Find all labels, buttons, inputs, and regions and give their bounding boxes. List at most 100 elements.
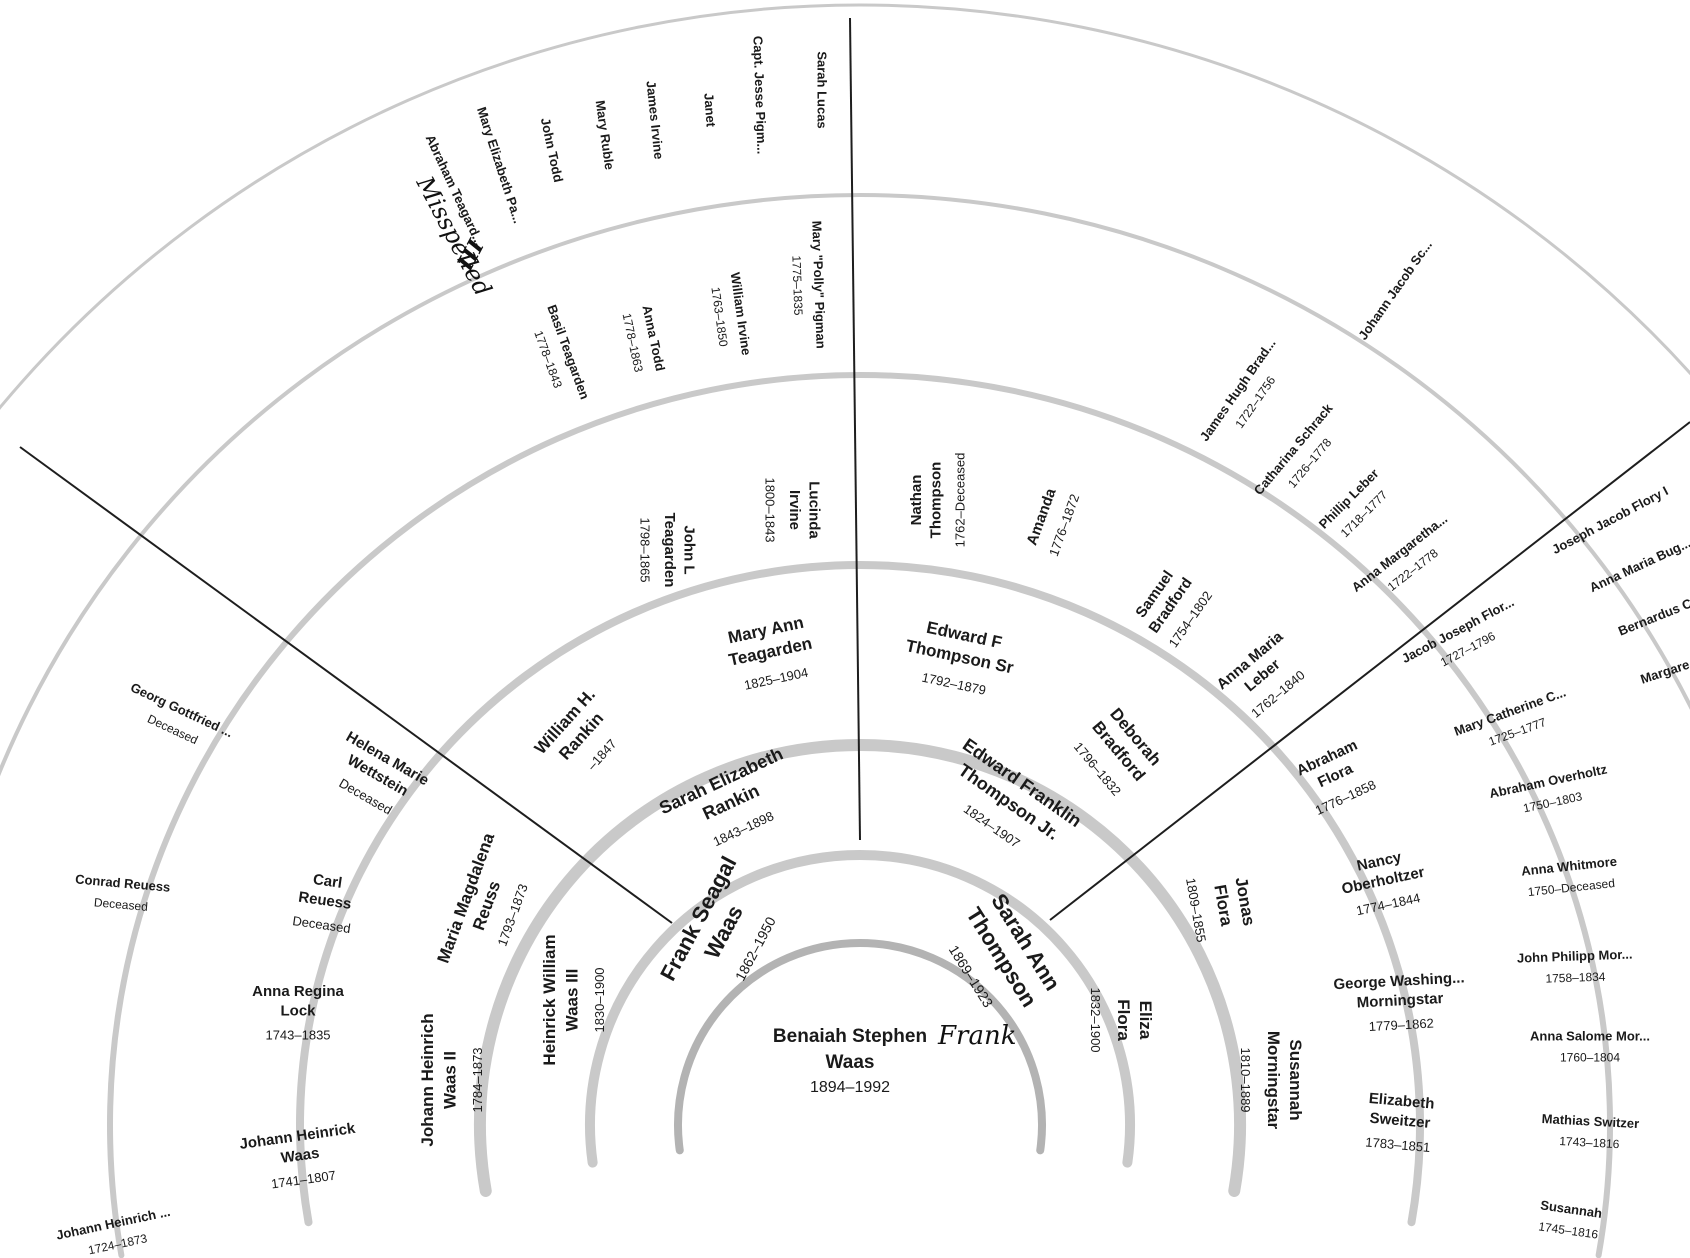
person-name: Anna Regina: [252, 983, 344, 1000]
person-p49: Mary Elizabeth Pa...: [474, 105, 526, 225]
person-name: Anna Salome Mor...: [1530, 1029, 1650, 1044]
person-years: 1743–1835: [265, 1027, 330, 1042]
person-name: Flora: [1114, 999, 1133, 1041]
person-p52: James Irvine: [643, 80, 666, 160]
person-name: George Washing...: [1333, 969, 1465, 993]
person-name: Johann Heinrich: [418, 1013, 437, 1146]
person-name: Waas: [280, 1145, 321, 1167]
ring-2: [585, 849, 1135, 1168]
person-years: 1763–1850: [708, 286, 730, 348]
person-name: Morningstar: [1264, 1031, 1283, 1130]
person-years: 1792–1879: [921, 670, 988, 698]
person-name: Waas III: [562, 969, 581, 1032]
divider-line-2: [849, 17, 861, 841]
person-name: Nathan: [908, 475, 925, 526]
person-years: 1774–1844: [1355, 890, 1422, 918]
person-name: Conrad Reuess: [75, 871, 171, 894]
person-p40: Jacob Joseph Flor...1727–1796: [1399, 594, 1516, 669]
person-p50: John Todd: [538, 116, 566, 183]
person-years: 1810–1889: [1238, 1047, 1253, 1112]
person-years: 1825–1904: [743, 665, 810, 693]
person-p9: William H.Rankin–1847: [531, 685, 620, 773]
person-years: 1758–1834: [1545, 970, 1606, 986]
handwritten-frank: Frank: [937, 1021, 1016, 1051]
person-name: Irvine: [786, 490, 803, 530]
person-name: Mathias Switzer: [1541, 1111, 1639, 1131]
person-years: 1798–1865: [638, 517, 653, 582]
person-name: James Irvine: [643, 80, 666, 160]
root-name-line2: Waas: [826, 1052, 875, 1073]
root-years: 1894–1992: [810, 1079, 890, 1096]
person-p44: John Philipp Mor...1758–1834: [1517, 947, 1633, 986]
person-years: 1784–1873: [470, 1047, 485, 1112]
person-name: Elizabeth: [1368, 1090, 1435, 1113]
person-p45: Anna Salome Mor... 1760–1804: [1530, 1029, 1650, 1065]
person-name: Susannah: [1539, 1197, 1603, 1221]
person-name: Mary "Polly" Pigman: [809, 221, 828, 349]
person-name: Sweitzer: [1369, 1110, 1431, 1132]
person-name: Lock: [280, 1002, 316, 1019]
person-name: Capt. Jesse Pigm...: [750, 36, 769, 155]
ring-1: [674, 939, 1046, 1155]
person-p36: James Hugh Brad...1722–1756: [1197, 336, 1279, 444]
person-years: 1778–1863: [620, 312, 646, 374]
person-name: Waas II: [440, 1051, 459, 1109]
person-name: Teagarden: [661, 513, 678, 588]
person-name: Heinrick William: [540, 934, 559, 1065]
person-name: Thompson: [927, 462, 944, 539]
person-p55: Sarah Lucas: [814, 51, 829, 128]
person-p54: Capt. Jesse Pigm...: [750, 36, 769, 155]
ring-6: [0, 192, 1690, 777]
person-name: Sarah Lucas: [814, 51, 829, 128]
person-years: 1775–1835: [789, 255, 805, 316]
person-years: 1760–1804: [1560, 1051, 1620, 1065]
person-p41: Mary Catherine C...1725–1777: [1452, 684, 1568, 748]
person-years: Deceased: [93, 895, 148, 914]
person-years: 1832–1900: [1088, 987, 1103, 1052]
person-name: Johann Jacob Sc...: [1355, 237, 1435, 342]
person-p31: Georg Gottfried ...Deceased: [128, 680, 235, 748]
person-name: Flora: [1210, 883, 1236, 928]
person-years: 1762–Deceased: [952, 453, 967, 548]
person-years: –1847: [584, 736, 619, 773]
person-name: William Irvine: [728, 271, 755, 356]
person-name: Reuess: [297, 889, 352, 913]
root-person: Benaiah Stephen Waas 1894–1992 Frank: [773, 1021, 1017, 1096]
person-years: 1745–1816: [1538, 1219, 1600, 1241]
person-p56: Johann Jacob Sc...: [1355, 237, 1435, 342]
person-name: John L: [680, 525, 697, 574]
person-years: 1779–1862: [1368, 1016, 1434, 1034]
person-name: Eliza: [1136, 1001, 1155, 1040]
generation-rings: [0, 3, 1690, 1258]
person-p51: Mary Ruble: [593, 99, 618, 170]
lineage-dividers: [19, 17, 1690, 924]
ring-3: [474, 739, 1246, 1197]
person-name: Carl: [312, 871, 343, 892]
ring-4: [295, 560, 1424, 1227]
person-name: Susannah: [1286, 1039, 1305, 1120]
person-name: Abraham Overholtz: [1488, 761, 1609, 801]
